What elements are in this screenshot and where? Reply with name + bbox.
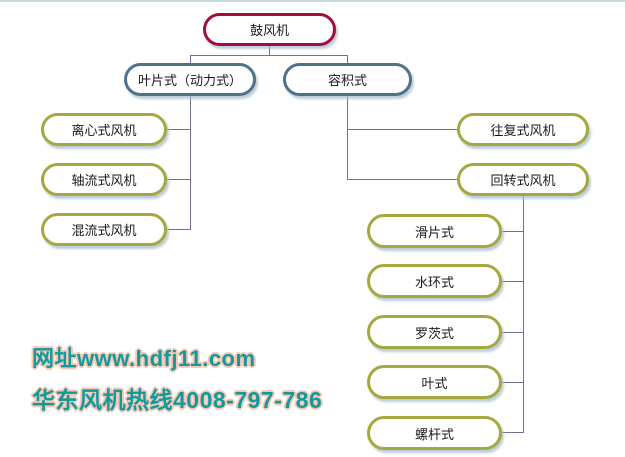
node-label: 滑片式: [414, 224, 454, 240]
connector-line: [347, 129, 457, 130]
connector-line: [502, 332, 523, 333]
node-reciprocating-fan: 往复式风机: [457, 113, 589, 146]
node-label: 鼓风机: [249, 23, 289, 38]
node-label: 往复式风机: [490, 123, 556, 138]
connector-line: [190, 55, 348, 56]
connector-line: [190, 55, 191, 63]
node-water-ring-type: 水环式: [367, 264, 502, 298]
node-sliding-vane-type: 滑片式: [367, 214, 502, 248]
node-mixed-flow-fan: 混流式风机: [41, 213, 167, 246]
connector-line: [190, 96, 191, 230]
node-axial-fan: 轴流式风机: [41, 163, 167, 196]
node-label: 螺杆式: [414, 426, 454, 442]
node-vane-dynamic-type: 叶片式（动力式）: [124, 63, 256, 96]
node-vane-type: 叶式: [367, 365, 502, 399]
connector-line: [269, 46, 270, 55]
watermark-hotline: 华东风机热线4008-797-786: [32, 387, 323, 413]
node-screw-type: 螺杆式: [367, 416, 502, 450]
connector-line: [167, 229, 190, 230]
node-volumetric-type: 容积式: [283, 63, 412, 96]
connector-line: [347, 96, 348, 180]
node-label: 罗茨式: [414, 325, 454, 341]
connector-line: [347, 179, 457, 180]
node-label: 离心式风机: [71, 123, 137, 138]
connector-line: [502, 382, 523, 383]
node-roots-type: 罗茨式: [367, 315, 502, 349]
bottom-divider-line: [0, 0, 625, 2]
connector-line: [502, 281, 523, 282]
connector-line: [167, 129, 190, 130]
node-rotary-fan: 回转式风机: [457, 163, 589, 196]
node-label: 叶式: [421, 375, 448, 391]
connector-line: [523, 196, 524, 433]
watermark-website: 网址www.hdfj11.com: [32, 346, 256, 371]
node-label: 轴流式风机: [71, 173, 137, 188]
connector-line: [167, 179, 190, 180]
node-label: 混流式风机: [71, 223, 137, 238]
connector-line: [502, 231, 523, 232]
connector-line: [502, 432, 523, 433]
node-label: 水环式: [414, 274, 454, 290]
node-label: 容积式: [327, 73, 367, 88]
node-label: 回转式风机: [490, 173, 556, 188]
node-centrifugal-fan: 离心式风机: [41, 113, 167, 146]
connector-line: [347, 55, 348, 63]
node-blower: 鼓风机: [203, 13, 336, 46]
node-label: 叶片式（动力式）: [137, 73, 242, 88]
